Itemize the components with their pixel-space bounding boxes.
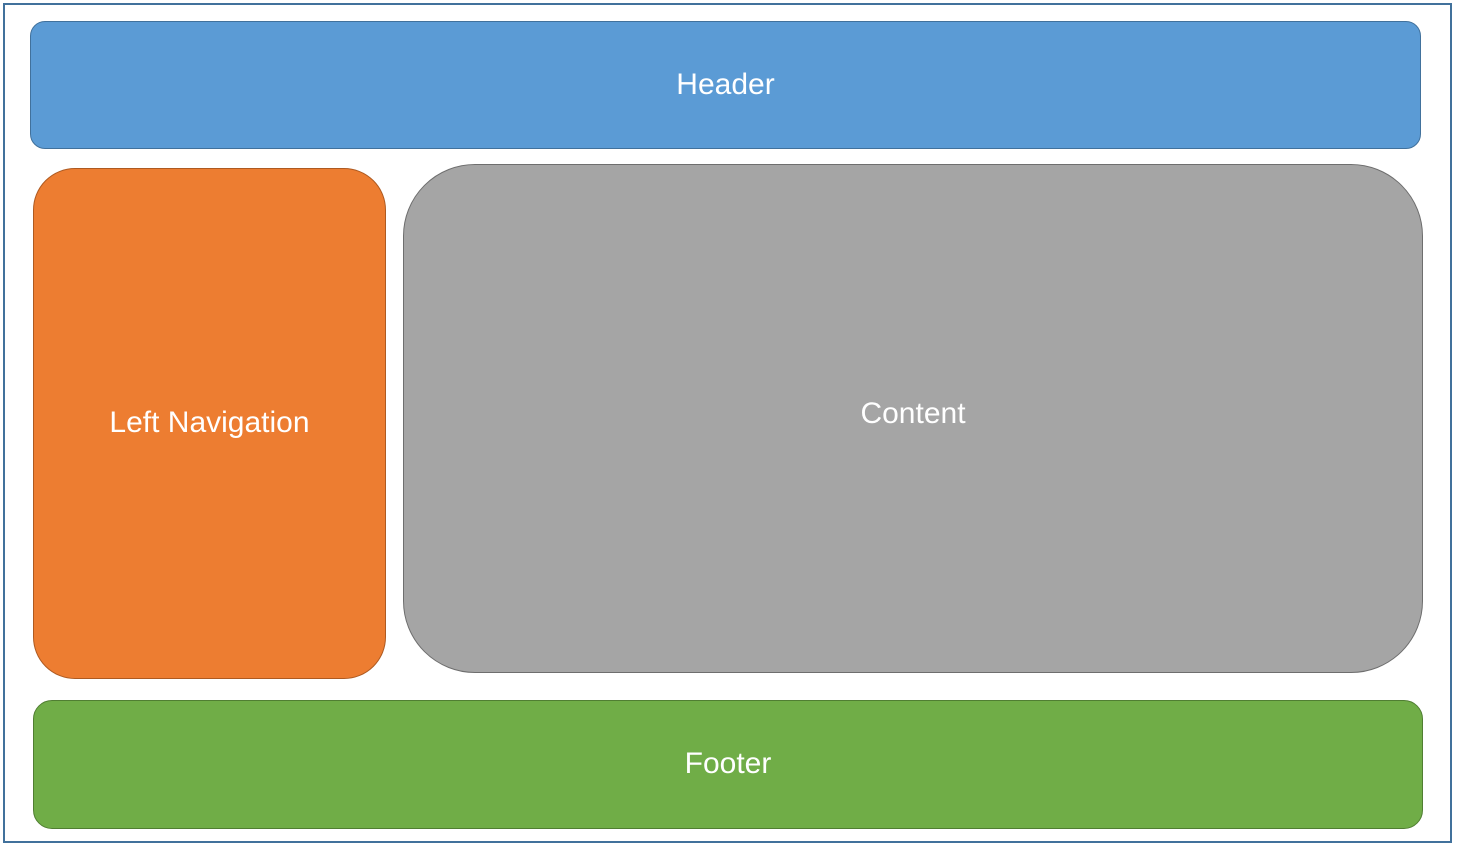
footer-region[interactable]: Footer [33,700,1423,829]
content-region-label: Content [860,397,966,431]
content-region[interactable]: Content [403,164,1423,673]
left-navigation-region[interactable]: Left Navigation [33,168,386,679]
header-region-label: Header [676,67,775,101]
footer-region-label: Footer [684,747,772,781]
left-navigation-region-label: Left Navigation [109,406,310,440]
header-region[interactable]: Header [30,21,1421,149]
